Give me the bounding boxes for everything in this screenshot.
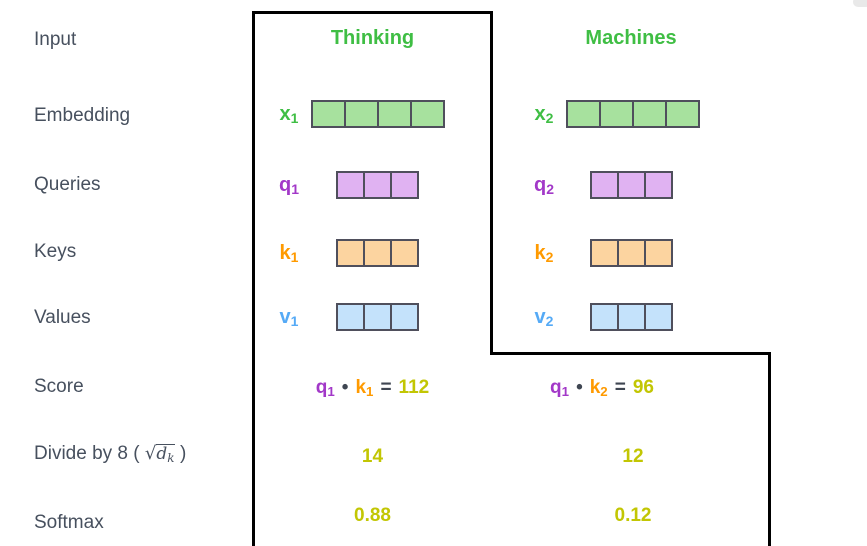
score-value-machines: 96 [632,377,654,398]
sqrt-dk-formula: √dk [144,443,175,465]
value-vector-v1 [336,303,419,331]
row-label-keys: Keys [34,241,77,262]
vector-cell [363,173,390,197]
row-label-values: Values [34,307,91,328]
vector-label-q2: q2 [533,174,554,198]
vector-label-k1: k1 [279,242,299,266]
dot-operator: • [576,377,583,398]
vector-cell [617,305,644,329]
vector-cell [599,102,632,126]
softmax-value-machines: 0.12 [614,505,652,526]
vector-cell [644,173,671,197]
vector-cell [377,102,410,126]
vector-cell [568,102,599,126]
vector-cell [390,241,417,265]
column-title-thinking: Thinking [330,27,415,49]
dot-operator: • [341,377,349,398]
query-vector-q2 [590,171,673,199]
vector-cell [632,102,665,126]
divide-value-thinking: 14 [361,446,384,467]
vector-cell [363,241,390,265]
vector-cell [592,305,617,329]
vector-label-v2: v2 [534,306,554,330]
vector-cell [338,305,363,329]
vector-label-x1: x1 [279,103,299,127]
row-label-queries: Queries [34,174,101,195]
vector-cell [665,102,698,126]
row-label-divide: Divide by 8 ( √dk ) [34,443,186,465]
key-vector-k1 [336,239,419,267]
vector-label-k2: k2 [534,242,554,266]
score-equation-machines: q1•k2=96 [550,377,654,399]
score-equation-thinking: q1•k1=112 [315,377,430,399]
row-label-embedding: Embedding [34,105,131,126]
vector-label-v1: v1 [279,306,299,330]
embedding-vector-x2 [566,100,700,128]
equals-sign: = [380,377,392,398]
key-vector-k2 [590,239,673,267]
vector-cell [344,102,377,126]
column-title-machines: Machines [585,27,677,49]
vector-cell [313,102,344,126]
value-vector-v2 [590,303,673,331]
row-label-score: Score [34,376,84,397]
vector-cell [390,173,417,197]
divide-value-machines: 12 [622,446,644,467]
query-vector-q1 [336,171,419,199]
vector-cell [644,305,671,329]
vector-label-x2: x2 [534,103,554,127]
vector-cell [592,241,617,265]
vector-cell [390,305,417,329]
row-label-softmax: Softmax [34,512,104,533]
vector-cell [592,173,617,197]
score-value-thinking: 112 [398,377,430,398]
divide-prefix: Divide by 8 ( [34,443,140,464]
vector-cell [410,102,443,126]
equals-sign: = [614,377,626,398]
scrollbar-thumb[interactable] [853,0,867,7]
vector-cell [338,241,363,265]
vector-cell [617,173,644,197]
vector-cell [338,173,363,197]
divide-suffix: ) [179,443,187,464]
vector-cell [617,241,644,265]
softmax-value-thinking: 0.88 [354,505,391,526]
row-label-input: Input [34,29,77,50]
vector-cell [644,241,671,265]
embedding-vector-x1 [311,100,445,128]
vector-cell [363,305,390,329]
vector-label-q1: q1 [278,174,299,198]
